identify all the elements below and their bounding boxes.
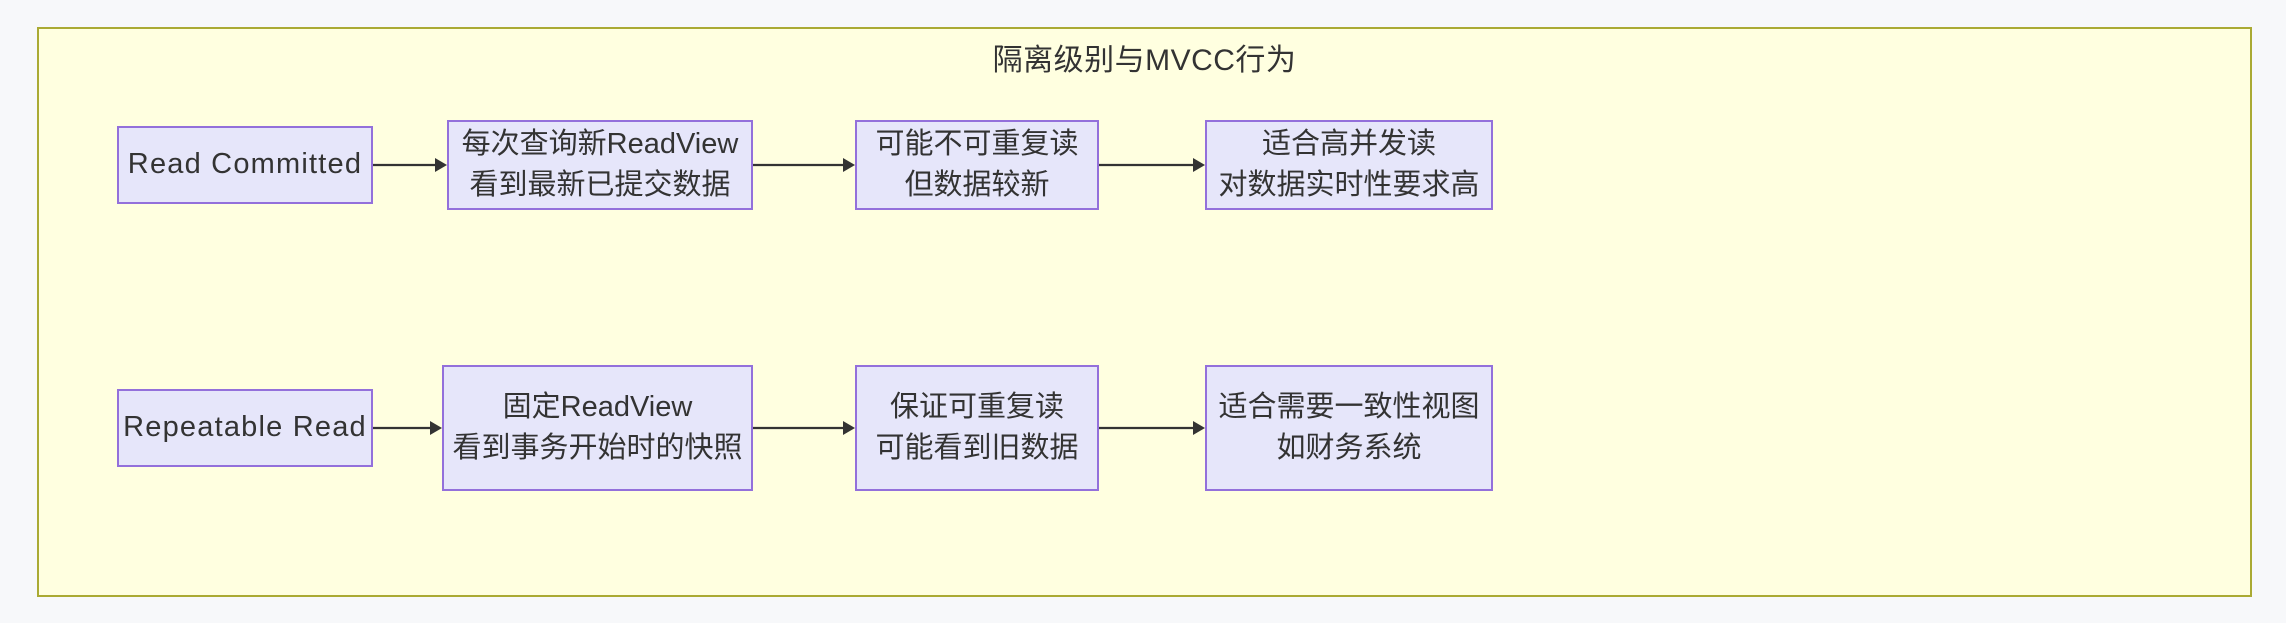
node-rc-effect-line1: 可能不可重复读 — [875, 127, 1079, 160]
node-rr-level[interactable]: Repeatable Read — [117, 389, 373, 467]
node-rc-level-line1: Read Committed — [127, 148, 363, 181]
node-rc-usecase-line1: 适合高并发读 — [1261, 127, 1436, 160]
edge-rr-effect-to-usecase — [1099, 418, 1205, 438]
node-rc-effect[interactable]: 可能不可重复读 但数据较新 — [855, 120, 1099, 210]
node-rr-usecase-line2: 如财务系统 — [1276, 432, 1422, 464]
edge-rc-readview-to-effect — [753, 155, 855, 175]
node-rr-readview-line2: 看到事务开始时的快照 — [452, 432, 743, 464]
edge-rc-effect-to-usecase — [1099, 155, 1205, 175]
node-rc-effect-line2: 但数据较新 — [904, 169, 1050, 201]
node-rr-readview[interactable]: 固定ReadView 看到事务开始时的快照 — [442, 365, 753, 491]
node-rr-usecase-line1: 适合需要一致性视图 — [1218, 390, 1480, 423]
node-rr-effect-line2: 可能看到旧数据 — [875, 432, 1079, 464]
node-rc-readview[interactable]: 每次查询新ReadView 看到最新已提交数据 — [447, 120, 753, 210]
node-rr-usecase[interactable]: 适合需要一致性视图 如财务系统 — [1205, 365, 1493, 491]
node-rr-readview-line1: 固定ReadView — [502, 390, 693, 423]
edge-rc-level-to-readview — [373, 155, 447, 175]
node-rr-effect[interactable]: 保证可重复读 可能看到旧数据 — [855, 365, 1099, 491]
node-rc-usecase[interactable]: 适合高并发读 对数据实时性要求高 — [1205, 120, 1493, 210]
node-rc-level[interactable]: Read Committed — [117, 126, 373, 204]
diagram-title: 隔离级别与MVCC行为 — [992, 44, 1297, 77]
node-rr-effect-line1: 保证可重复读 — [889, 390, 1064, 423]
node-rc-readview-line1: 每次查询新ReadView — [461, 127, 739, 160]
node-rr-level-line1: Repeatable Read — [123, 411, 367, 444]
edge-rr-level-to-readview — [373, 418, 442, 438]
node-rc-readview-line2: 看到最新已提交数据 — [469, 169, 731, 201]
edge-rr-readview-to-effect — [753, 418, 855, 438]
node-rc-usecase-line2: 对数据实时性要求高 — [1218, 169, 1480, 201]
diagram-frame: 隔离级别与MVCC行为 Read Committed 每次查询新ReadView… — [37, 27, 2252, 597]
